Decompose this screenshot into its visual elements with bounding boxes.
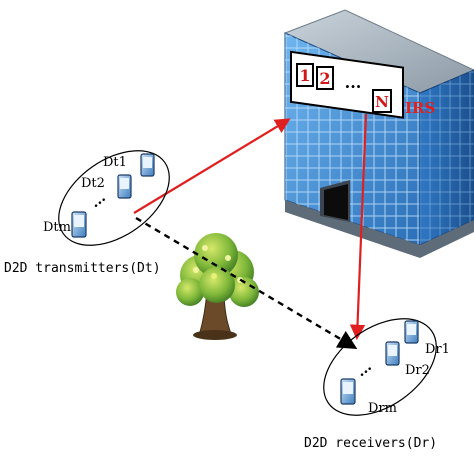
phone-icon	[385, 341, 400, 366]
phone-icon	[117, 174, 132, 199]
building-door	[320, 180, 350, 222]
device-label-dt2: Dt2	[81, 176, 105, 191]
tx-to-irs-link	[133, 118, 291, 214]
transmitter-group: Dt1 Dt2 Dtm ···	[43, 150, 170, 246]
building	[283, 9, 474, 258]
device-label-dtm: Dtm	[43, 220, 71, 235]
direct-link	[135, 216, 358, 349]
irs-dots: ···	[345, 77, 362, 96]
receiver-group-label: D2D receivers(Dr)	[304, 436, 437, 451]
irs-to-rx-link	[349, 113, 368, 341]
irs-element-n: N	[372, 89, 392, 113]
receiver-group: Dr1 Dr2 Drm ···	[323, 318, 450, 416]
transmitter-dots: ···	[90, 193, 111, 215]
tree	[176, 233, 259, 340]
irs-element-2: 2	[316, 66, 334, 90]
device-label-dr2: Dr2	[405, 363, 430, 378]
phone-icon	[404, 320, 419, 344]
irs-element-n-label: N	[375, 93, 389, 111]
transmitter-group-label: D2D transmitters(Dt)	[4, 261, 161, 276]
irs-element-1: 1	[296, 63, 314, 87]
phone-icon	[71, 211, 87, 238]
device-label-drm: Drm	[368, 401, 397, 416]
irs-element-1-label: 1	[299, 66, 310, 85]
phone-icon	[340, 378, 356, 405]
irs-element-2-label: 2	[319, 69, 330, 88]
reflected-links	[133, 113, 368, 341]
phone-icon	[140, 153, 155, 177]
receiver-dots: ···	[356, 362, 377, 384]
device-label-dt1: Dt1	[103, 155, 127, 170]
irs-label: IRS	[405, 99, 435, 117]
device-label-dr1: Dr1	[425, 342, 450, 357]
irs-panel: 1 2 ··· N IRS	[290, 50, 435, 119]
